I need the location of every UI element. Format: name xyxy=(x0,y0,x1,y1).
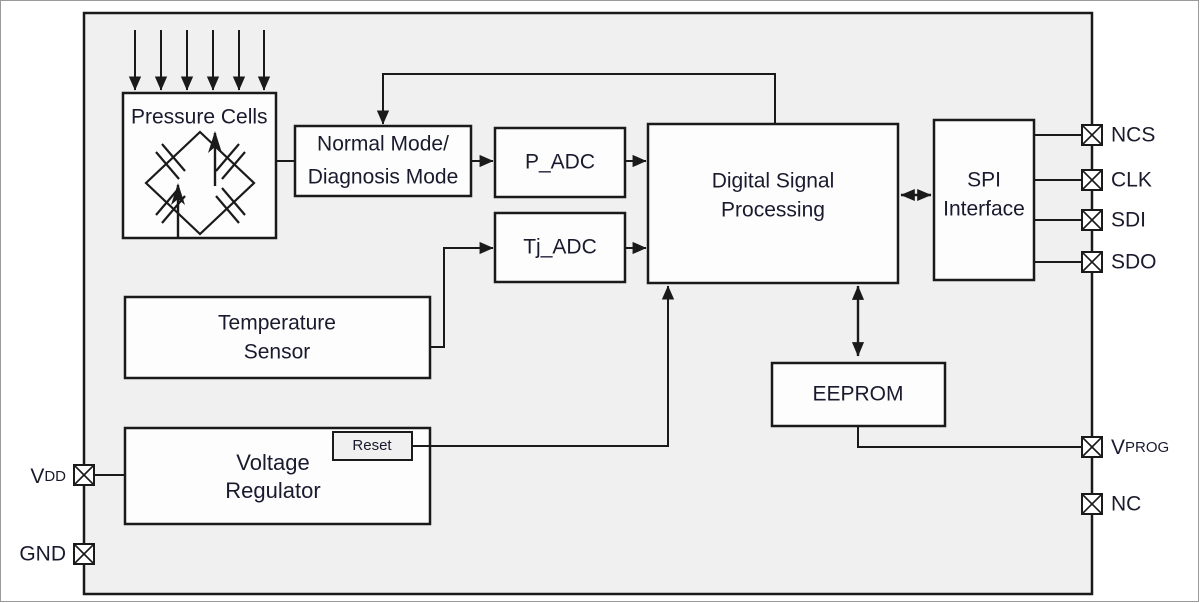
block-eeprom-label: EEPROM xyxy=(812,383,903,406)
pin-vdd-sub: DD xyxy=(44,468,66,485)
pin-sdi-label: SDI xyxy=(1111,209,1146,232)
block-p-adc[interactable] xyxy=(493,126,627,199)
pin-vprog-label: VPROG xyxy=(1111,436,1169,459)
block-voltage-regulator-line1: Voltage xyxy=(236,450,309,475)
wires-spi-to-pins xyxy=(1034,134,1082,263)
wheatstone-bridge-icon xyxy=(144,130,256,238)
pin-gnd-label: GND xyxy=(19,543,66,566)
block-eeprom[interactable] xyxy=(770,361,947,428)
pin-clk-label: CLK xyxy=(1111,169,1152,192)
block-temperature-sensor[interactable] xyxy=(123,295,432,380)
block-p-adc-label: P_ADC xyxy=(525,151,595,174)
pin-vprog-base: V xyxy=(1111,436,1125,459)
pin-sdi[interactable]: SDI xyxy=(1081,209,1146,232)
block-digital-signal-processing[interactable] xyxy=(646,122,900,285)
block-spi-line1: SPI xyxy=(967,169,1001,192)
pin-nc-label: NC xyxy=(1111,493,1141,516)
wire-dsp-feedback-to-mode xyxy=(376,73,776,125)
block-dsp-line1: Digital Signal xyxy=(712,170,835,193)
pin-sdo-label: SDO xyxy=(1111,251,1157,274)
pin-vdd[interactable]: VDD xyxy=(30,464,95,488)
block-temperature-sensor-line1: Temperature xyxy=(218,312,336,335)
wire-reset-to-dsp xyxy=(412,285,675,447)
block-reset[interactable] xyxy=(332,431,413,461)
block-spi-line2: Interface xyxy=(943,198,1025,221)
pin-vprog[interactable]: VPROG xyxy=(1081,436,1169,459)
block-pressure-cells-label: Pressure Cells xyxy=(131,106,268,129)
pin-ncs-label: NCS xyxy=(1111,124,1155,147)
block-voltage-regulator-line2: Regulator xyxy=(225,478,320,503)
wire-tempsensor-to-tjadc xyxy=(430,241,494,348)
pin-clk[interactable]: CLK xyxy=(1081,169,1152,192)
wire-eeprom-to-vprog xyxy=(857,426,1082,448)
pin-vdd-label: VDD xyxy=(30,465,66,488)
pressure-input-arrows xyxy=(128,30,271,91)
block-pressure-cells[interactable] xyxy=(121,91,278,240)
pin-gnd[interactable]: GND xyxy=(19,543,95,566)
block-mode-select-line2: Diagnosis Mode xyxy=(308,166,459,189)
block-spi-interface[interactable] xyxy=(932,118,1036,282)
pin-ncs[interactable]: NCS xyxy=(1081,124,1155,147)
pin-sdo[interactable]: SDO xyxy=(1081,251,1157,274)
pin-vdd-base: V xyxy=(30,465,44,488)
block-tj-adc-label: Tj_ADC xyxy=(523,236,597,259)
pin-nc[interactable]: NC xyxy=(1081,493,1141,516)
block-temperature-sensor-line2: Sensor xyxy=(244,341,311,364)
block-mode-select-line1: Normal Mode/ xyxy=(317,133,449,156)
block-reset-label: Reset xyxy=(352,437,392,454)
block-tj-adc[interactable] xyxy=(493,211,627,284)
pin-vprog-sub: PROG xyxy=(1125,439,1169,456)
block-dsp-line2: Processing xyxy=(721,199,825,222)
